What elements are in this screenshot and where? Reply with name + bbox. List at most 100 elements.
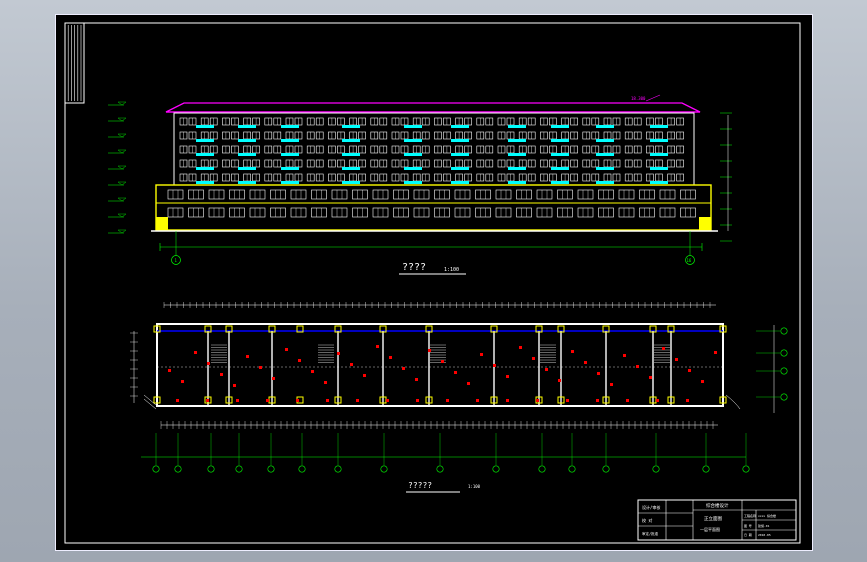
- podium-window: [290, 207, 307, 218]
- grid-bubble: [207, 465, 215, 473]
- podium-window: [536, 207, 553, 218]
- column: [425, 325, 433, 333]
- grid-bubble: [742, 465, 750, 473]
- plan-dimension-right: [725, 325, 788, 413]
- podium-window: [167, 189, 184, 200]
- balcony-bands: [196, 125, 668, 184]
- podium-window: [598, 207, 614, 218]
- column: [667, 325, 675, 333]
- balcony: [404, 125, 422, 128]
- podium-window: [311, 207, 327, 218]
- plan-scale: 1:100: [468, 484, 481, 489]
- podium-corner-left: [156, 217, 168, 230]
- furniture-mark: [428, 349, 431, 352]
- furniture-mark: [446, 399, 449, 402]
- podium-window: [557, 207, 573, 218]
- furniture-mark: [566, 399, 569, 402]
- balcony: [342, 167, 360, 170]
- podium-corner-right: [699, 217, 711, 230]
- podium-window: [188, 189, 204, 200]
- podium-window: [475, 207, 491, 218]
- balcony: [650, 181, 668, 184]
- podium-window: [413, 189, 430, 200]
- column: [719, 325, 727, 333]
- podium-window: [577, 189, 594, 200]
- roof-outline: [165, 102, 701, 113]
- furniture-mark: [266, 399, 269, 402]
- column: [535, 325, 543, 333]
- balcony: [508, 125, 526, 128]
- podium-window: [311, 189, 327, 200]
- furniture-mark: [285, 348, 288, 351]
- grid-bubble: [380, 465, 388, 473]
- balcony: [551, 153, 569, 156]
- furniture-mark: [326, 399, 329, 402]
- cad-viewport[interactable]: 18.300 1 16 ???? 1:100: [55, 14, 813, 551]
- balcony: [342, 125, 360, 128]
- tb-cell-3: 审定/批准: [642, 531, 659, 536]
- grid-bubble-end-label: 16: [687, 258, 692, 263]
- podium-window: [413, 207, 430, 218]
- tower-windows: [179, 117, 684, 182]
- podium-window: [639, 207, 655, 218]
- column: [490, 325, 498, 333]
- column: [379, 325, 387, 333]
- elevation-title: ????: [402, 262, 426, 273]
- balcony: [342, 181, 360, 184]
- furniture-mark: [246, 355, 249, 358]
- column: [602, 325, 610, 333]
- grid-bubble: [780, 393, 788, 401]
- grid-bubble: [235, 465, 243, 473]
- furniture-mark: [519, 346, 522, 349]
- grid-bubble: [780, 349, 788, 357]
- podium-window: [557, 189, 573, 200]
- level-triangle: [117, 101, 127, 106]
- tb-r3b: 2010.05: [758, 533, 771, 537]
- furniture-mark: [207, 362, 210, 365]
- grid-bubble: [702, 465, 710, 473]
- tb-project: 综合楼设计: [706, 502, 729, 509]
- balcony: [451, 139, 469, 142]
- furniture-mark: [467, 382, 470, 385]
- level-triangle: [117, 117, 127, 122]
- column: [425, 396, 433, 404]
- furniture-mark: [441, 360, 444, 363]
- grid-bubble-start-label: 1: [175, 258, 178, 263]
- balcony: [281, 153, 299, 156]
- podium-windows: [167, 189, 696, 218]
- balcony: [596, 153, 614, 156]
- balcony: [404, 139, 422, 142]
- podium-window: [229, 207, 245, 218]
- furniture-mark: [416, 399, 419, 402]
- podium-window: [680, 207, 696, 218]
- podium-window: [167, 207, 184, 218]
- grid-bubble: [538, 465, 546, 473]
- level-triangle: [117, 133, 127, 138]
- column: [204, 325, 212, 333]
- balcony: [238, 153, 256, 156]
- furniture-mark: [176, 399, 179, 402]
- furniture-mark: [536, 399, 539, 402]
- plan-partitions: [157, 331, 723, 406]
- balcony: [342, 139, 360, 142]
- level-marks-right: [720, 112, 732, 242]
- balcony: [650, 139, 668, 142]
- furniture-mark: [623, 354, 626, 357]
- podium-window: [495, 207, 512, 218]
- podium-window: [352, 207, 368, 218]
- furniture-mark: [386, 399, 389, 402]
- column: [204, 396, 212, 404]
- furniture-mark: [259, 366, 262, 369]
- furniture-mark: [350, 363, 353, 366]
- balcony: [404, 167, 422, 170]
- balcony: [196, 167, 214, 170]
- tb-r3a: 日 期: [744, 532, 752, 537]
- furniture-mark: [236, 399, 239, 402]
- column: [649, 325, 657, 333]
- balcony: [342, 153, 360, 156]
- podium-window: [372, 207, 389, 218]
- podium-window: [434, 189, 450, 200]
- balcony: [451, 167, 469, 170]
- balcony: [650, 167, 668, 170]
- grid-bubble: [780, 367, 788, 375]
